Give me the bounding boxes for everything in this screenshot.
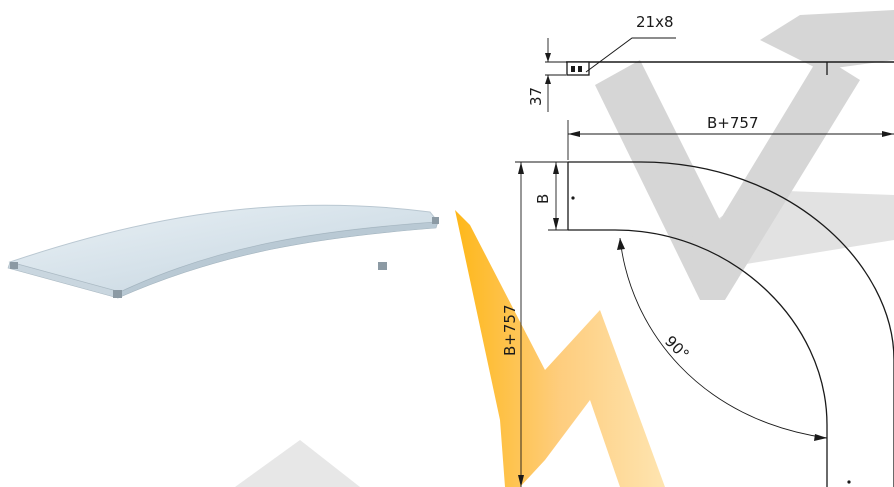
- outer-arc: [639, 161, 894, 487]
- mounting-tab: [10, 262, 18, 269]
- mounting-tab: [113, 290, 122, 298]
- watermark-lightning: [455, 210, 665, 487]
- angle-label: 90°: [661, 332, 693, 364]
- height-label: 37: [527, 87, 545, 106]
- hole-21x8: [578, 66, 582, 72]
- inner-arc: [614, 229, 828, 487]
- arrowhead: [882, 131, 894, 137]
- hole-size-label: 21x8: [636, 13, 674, 31]
- leader-21x8: [585, 37, 676, 73]
- width-side-label: B+757: [501, 305, 519, 357]
- hole-21x8: [571, 66, 575, 72]
- mounting-tab: [432, 217, 439, 224]
- arrowhead: [553, 218, 559, 230]
- angle-arc: [619, 237, 828, 439]
- dimension-arrows: [518, 53, 894, 487]
- mounting-tab: [378, 262, 387, 270]
- arrowhead: [545, 75, 551, 84]
- arrowhead: [553, 162, 559, 174]
- arrowhead: [814, 434, 827, 441]
- technical-drawing: [515, 37, 894, 487]
- arrowhead: [518, 475, 524, 487]
- marker-dot: [847, 480, 851, 484]
- tray-width-label: B: [534, 194, 552, 204]
- arrowhead: [518, 162, 524, 174]
- arrowhead: [545, 53, 551, 62]
- marker-dot: [571, 196, 575, 200]
- tray-cover-3d: [7, 204, 439, 299]
- width-top-label: B+757: [707, 114, 759, 132]
- watermark-gray: [235, 10, 894, 487]
- arrowhead: [617, 238, 625, 250]
- arrowhead: [568, 131, 580, 137]
